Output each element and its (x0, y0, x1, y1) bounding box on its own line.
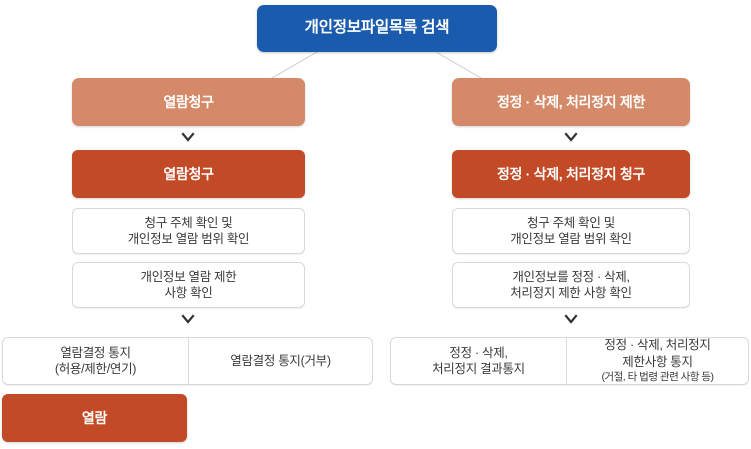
outcome-access-allow-line1: 열람결정 통지 (60, 345, 131, 360)
outcome-access-allow: 열람결정 통지 (허용/제한/연기) (3, 338, 188, 384)
outcome-access-deny: 열람결정 통지(거부) (189, 338, 372, 384)
outcome-correction-restriction-line2: 제한사항 통지 (622, 354, 693, 369)
step-correction-2-text: 개인정보를 정정 · 삭제, 처리정지 제한 사항 확인 (510, 269, 632, 302)
outcome-group-access: 열람결정 통지 (허용/제한/연기) 열람결정 통지(거부) (2, 337, 373, 385)
step-access-1: 청구 주체 확인 및 개인정보 열람 범위 확인 (72, 208, 305, 254)
final-node-access[interactable]: 열람 (2, 394, 187, 442)
outcome-group-correction: 정정 · 삭제, 처리정지 결과통지 정정 · 삭제, 처리정지 제한사항 통지… (390, 337, 749, 385)
outcome-access-deny-text: 열람결정 통지(거부) (230, 353, 331, 368)
step-access-1-line2: 개인정보 열람 범위 확인 (127, 232, 250, 246)
outcome-correction-result: 정정 · 삭제, 처리정지 결과통지 (391, 338, 566, 384)
outcome-correction-restriction-text: 정정 · 삭제, 처리정지 제한사항 통지 (거절, 타 법령 관련 사항 등) (601, 337, 714, 385)
outcome-correction-result-line1: 정정 · 삭제, (449, 345, 508, 360)
outcome-correction-restriction-note: (거절, 타 법령 관련 사항 등) (601, 371, 714, 384)
step-access-2-line1: 개인정보 열람 제한 (140, 269, 237, 284)
chevron-down-icon-correction-1 (564, 132, 578, 142)
step-access-1-text: 청구 주체 확인 및 개인정보 열람 범위 확인 (128, 215, 250, 248)
step-correction-1-line2: 개인정보 열람 범위 확인 (510, 232, 632, 246)
step-correction-1: 청구 주체 확인 및 개인정보 열람 범위 확인 (452, 208, 690, 254)
chevron-down-icon-correction-2 (564, 314, 578, 324)
outcome-group-correction-divider (566, 338, 567, 384)
outcome-correction-restriction: 정정 · 삭제, 처리정지 제한사항 통지 (거절, 타 법령 관련 사항 등) (567, 338, 748, 384)
step-correction-2: 개인정보를 정정 · 삭제, 처리정지 제한 사항 확인 (452, 262, 690, 308)
outcome-access-allow-line2: (허용/제한/연기) (54, 362, 137, 376)
branch-header-correction[interactable]: 정정 · 삭제, 처리정지 제한 (452, 78, 690, 126)
chevron-down-icon-access-1 (181, 132, 195, 142)
outcome-group-access-divider (188, 338, 189, 384)
step-access-1-line1: 청구 주체 확인 및 (144, 215, 233, 230)
step-correction-2-line2: 처리정지 제한 사항 확인 (510, 286, 632, 300)
branch-header-access[interactable]: 열람청구 (72, 78, 305, 126)
branch-request-access[interactable]: 열람청구 (72, 150, 305, 198)
outcome-correction-restriction-line1: 정정 · 삭제, 처리정지 (604, 338, 711, 353)
branch-request-correction[interactable]: 정정 · 삭제, 처리정지 청구 (452, 150, 690, 198)
chevron-down-icon-access-2 (181, 314, 195, 324)
root-node-search[interactable]: 개인정보파일목록 검색 (257, 5, 497, 52)
step-access-2-text: 개인정보 열람 제한 사항 확인 (141, 269, 237, 302)
step-access-2: 개인정보 열람 제한 사항 확인 (72, 262, 305, 308)
outcome-correction-result-text: 정정 · 삭제, 처리정지 결과통지 (432, 345, 525, 378)
step-correction-2-line1: 개인정보를 정정 · 삭제, (512, 269, 630, 284)
outcome-correction-result-line2: 처리정지 결과통지 (432, 362, 525, 376)
step-correction-1-text: 청구 주체 확인 및 개인정보 열람 범위 확인 (510, 215, 632, 248)
step-correction-1-line1: 청구 주체 확인 및 (527, 215, 615, 230)
step-access-2-line2: 사항 확인 (164, 286, 213, 300)
outcome-access-allow-text: 열람결정 통지 (허용/제한/연기) (54, 345, 137, 378)
